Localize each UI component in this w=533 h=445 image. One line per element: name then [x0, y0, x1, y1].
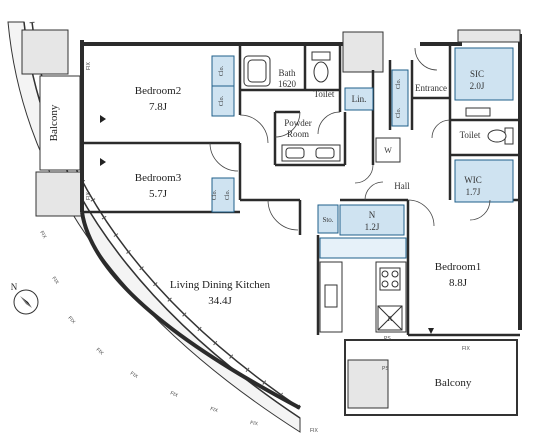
fridge-label: R — [388, 315, 393, 323]
fix-label: FIX — [250, 420, 259, 427]
balcony-right-column — [347, 359, 389, 409]
fix-label: FIX — [50, 276, 60, 286]
balcony-left-label: Balcony — [48, 104, 60, 141]
linen-label: Lin. — [352, 94, 367, 104]
cooktop-icon — [379, 267, 401, 291]
balcony-right-label: Balcony — [435, 377, 472, 389]
bedroom2-area: 7.8J — [149, 101, 168, 113]
fix-label: FIX — [310, 428, 318, 434]
north-letter: N — [11, 282, 18, 292]
wic-area: 1.7J — [466, 187, 481, 197]
bath-size: 1620 — [278, 79, 297, 89]
wic-storage — [454, 159, 514, 203]
wash-basin — [465, 107, 491, 117]
toilet-fixture-right — [487, 127, 514, 145]
closet-label: Clo. — [219, 65, 225, 76]
entrance-closet — [391, 69, 409, 127]
fix-label: FIX — [209, 406, 219, 414]
powder-room-line2: Room — [287, 129, 309, 139]
fix-label: FIX — [95, 347, 105, 357]
ldk-area: 34.4J — [208, 295, 232, 307]
window-marker — [428, 328, 434, 334]
sic-area: 2.0J — [470, 81, 485, 91]
washer-box — [375, 137, 401, 163]
balcony-column-top — [21, 29, 69, 75]
ps-label: PS — [382, 366, 389, 372]
bedroom3-name: Bedroom3 — [135, 172, 182, 184]
linen-closet — [344, 87, 374, 111]
window-marker — [100, 158, 106, 166]
washer-label: W — [384, 146, 392, 155]
sic-storage — [454, 47, 514, 101]
bathtub-inner — [247, 59, 267, 83]
toilet-right-label: Toilet — [460, 130, 481, 140]
kitchen-sink — [324, 284, 338, 308]
bedroom1-name: Bedroom1 — [435, 261, 481, 273]
interior-walls — [82, 44, 520, 337]
ps-label: PS — [384, 336, 391, 342]
fix-label: FIX — [86, 62, 92, 70]
storage-areas — [211, 47, 514, 259]
fridge-box — [377, 305, 403, 331]
fix-label: FIX — [169, 390, 179, 399]
closet-bedroom2-bottom — [211, 85, 235, 117]
closet-label: Clo. — [396, 78, 402, 89]
toilet-fixture-left — [311, 51, 331, 83]
sto-label: Sto. — [322, 216, 333, 224]
window-marker — [100, 115, 106, 123]
kitchen-counter-strip — [319, 237, 407, 259]
fix-label: FIX — [129, 371, 139, 381]
column-top-middle — [342, 31, 384, 73]
wic-name: WIC — [464, 175, 482, 185]
bath-name: Bath — [279, 68, 296, 78]
closet-label: Clo. — [225, 189, 231, 200]
powder-room-line1: Powder — [284, 118, 312, 128]
bathtub — [243, 55, 271, 87]
n-storage-name: N — [369, 210, 376, 220]
closet-label: Clo. — [212, 189, 218, 200]
door-swings — [209, 47, 491, 231]
sic-name: SIC — [470, 69, 484, 79]
balcony-left-inner — [39, 75, 81, 171]
bedroom3-area: 5.7J — [149, 188, 168, 200]
vanity-sinks — [281, 144, 341, 162]
bedroom2-name: Bedroom2 — [135, 85, 181, 97]
fix-label: FIX — [462, 346, 470, 352]
balcony-column-bottom — [35, 171, 83, 217]
n-storage — [339, 204, 405, 236]
fix-label: FIX — [86, 192, 92, 200]
hall-label: Hall — [394, 181, 410, 191]
n-storage-area: 1.2J — [365, 222, 380, 232]
closet-bedroom3 — [211, 177, 235, 213]
toilet-left-label: Toilet — [314, 89, 335, 99]
closet-label: Clo. — [396, 107, 402, 118]
column-top-right — [457, 29, 521, 43]
sto-storage — [317, 204, 339, 234]
ldk-name: Living Dining Kitchen — [170, 279, 271, 291]
bedroom1-area: 8.8J — [449, 277, 468, 289]
closet-label: Clo. — [219, 95, 225, 106]
north-arrow-icon — [13, 289, 39, 315]
fix-label: FIX — [38, 230, 47, 240]
fix-label: FIX — [67, 315, 77, 325]
entrance-label: Entrance — [415, 83, 447, 93]
